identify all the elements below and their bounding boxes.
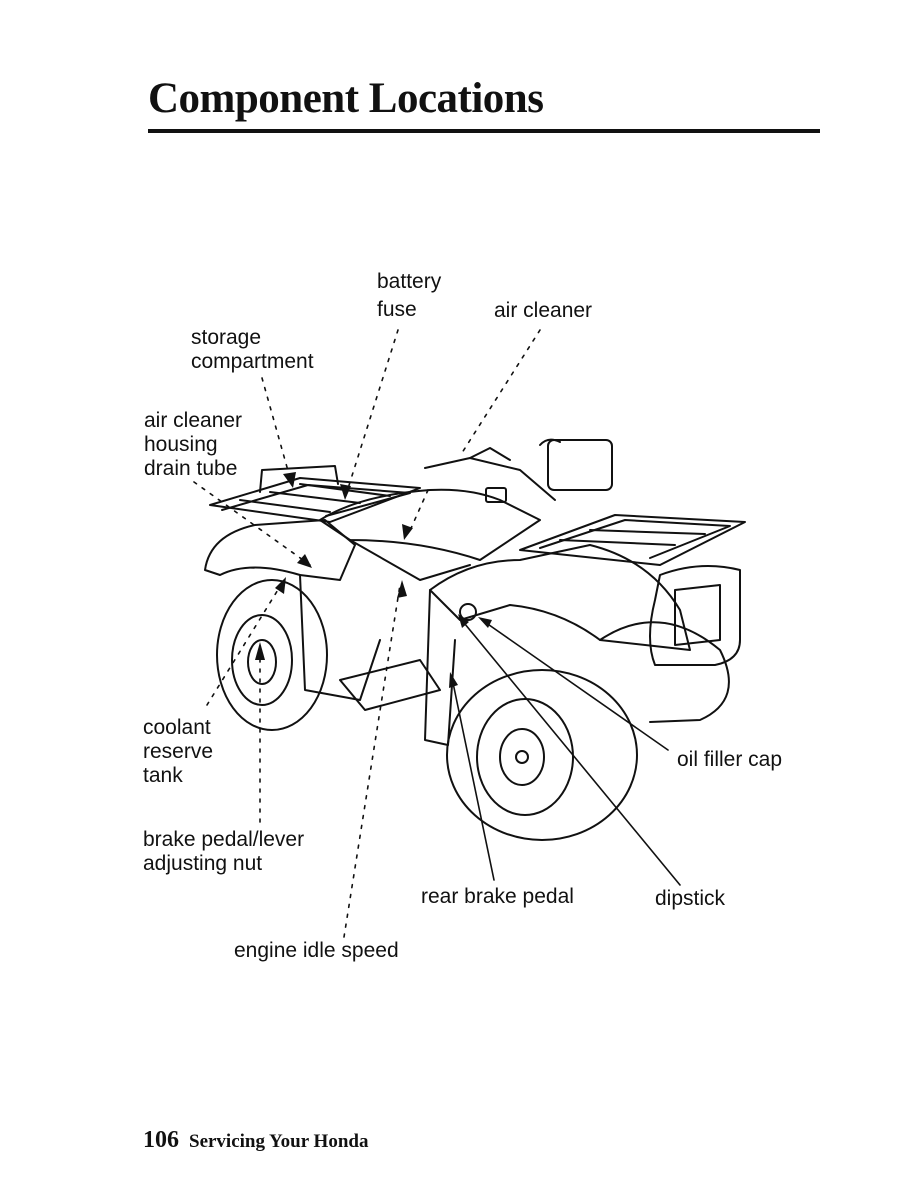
label-battery: battery (377, 270, 442, 293)
footwell (339, 659, 441, 711)
label-rear-brake-pedal: rear brake pedal (421, 885, 574, 908)
arrow-idle-speed (397, 580, 407, 598)
handlebars (424, 438, 613, 503)
oil-filler-cap-part (459, 603, 477, 621)
page-number: 106 (143, 1127, 179, 1153)
rear-fender (204, 519, 381, 701)
leader-storage (261, 377, 293, 486)
front-right-wheel (599, 621, 730, 723)
label-coolant-reserve-tank: coolant reserve tank (143, 716, 214, 787)
arrow-rear-brake (449, 672, 458, 688)
arrow-battery (402, 524, 413, 540)
label-air-cleaner-housing-drain-tube: air cleaner housing drain tube (144, 409, 243, 480)
front-rack (519, 514, 746, 566)
front-wheel (446, 669, 638, 841)
leader-rear-brake (451, 677, 495, 881)
leader-air-cleaner (459, 329, 541, 457)
leader-coolant (206, 579, 285, 706)
label-engine-idle-speed: engine idle speed (234, 939, 399, 962)
arrow-drain-tube (297, 554, 312, 568)
leader-idle-speed (343, 584, 401, 938)
leader-fuse (344, 329, 399, 499)
leader-dipstick (459, 617, 681, 886)
front-fender (424, 544, 691, 746)
arrow-coolant (275, 577, 286, 594)
rear-rack (209, 465, 421, 523)
leader-oil-filler (481, 619, 669, 751)
arrow-brake-nut (255, 642, 265, 660)
label-brake-adjusting-nut: brake pedal/lever adjusting nut (143, 828, 305, 875)
rear-wheel (216, 579, 328, 731)
label-storage-compartment: storage compartment (191, 326, 314, 373)
arrow-oil-filler (478, 617, 492, 628)
section-title: Servicing Your Honda (189, 1131, 369, 1152)
arrow-dipstick (458, 614, 469, 628)
title-rule (148, 129, 820, 133)
page-footer: 106 Servicing Your Honda (143, 1127, 368, 1154)
front-bumper (649, 565, 741, 666)
label-oil-filler-cap: oil filler cap (677, 748, 783, 771)
label-dipstick: dipstick (655, 887, 726, 910)
leader-drain-tube (193, 481, 311, 566)
label-fuse: fuse (377, 298, 417, 321)
body-tank (319, 488, 541, 581)
arrow-storage (283, 472, 296, 488)
label-air-cleaner: air cleaner (494, 299, 593, 322)
arrow-fuse (340, 484, 351, 500)
page-title: Component Locations (148, 75, 544, 122)
